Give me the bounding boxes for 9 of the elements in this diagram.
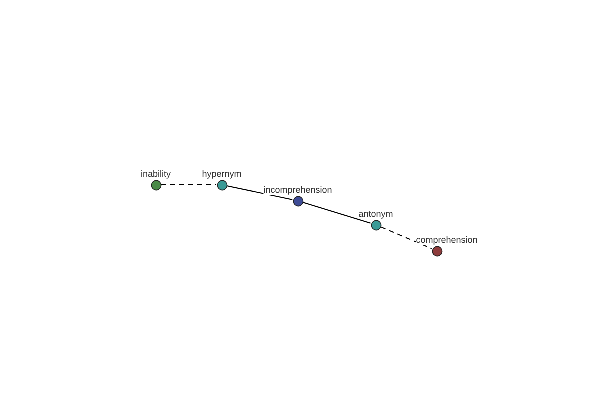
- connector-line: [226, 186, 294, 200]
- connector-line: [380, 226, 432, 250]
- connector-line: [161, 184, 217, 186]
- node-label: hypernym: [202, 169, 242, 179]
- node-label: antonym: [358, 209, 394, 219]
- node-label: inability: [141, 169, 171, 179]
- connector-line: [302, 202, 372, 224]
- node-label: comprehension: [416, 235, 478, 245]
- node-label: incomprehension: [264, 185, 332, 195]
